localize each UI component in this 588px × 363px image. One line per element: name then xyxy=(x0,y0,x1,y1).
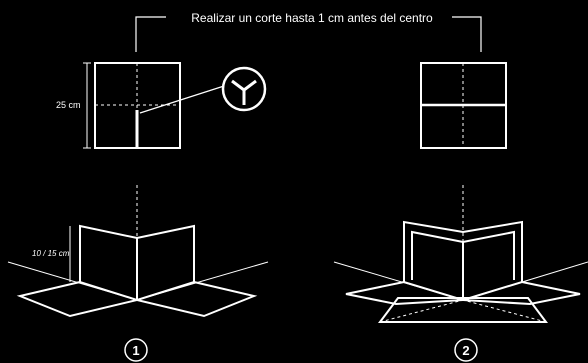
folded-figure-2 xyxy=(333,185,588,323)
square-cross-diagram xyxy=(420,62,507,149)
folded-figure-1: 10 / 15 cm xyxy=(7,185,269,318)
square-cut-diagram: 25 cm xyxy=(56,62,267,149)
dimension-label: 25 cm xyxy=(56,100,81,110)
step-marker-1: 1 xyxy=(124,338,148,362)
instruction-callout xyxy=(135,16,482,52)
step-marker-2: 2 xyxy=(454,338,478,362)
height-label: 10 / 15 cm xyxy=(32,249,70,258)
step-number-2: 2 xyxy=(462,343,469,358)
instruction-text: Realizar un corte hasta 1 cm antes del c… xyxy=(191,11,433,25)
y-cut-magnifier-icon xyxy=(221,66,267,112)
detail-leader xyxy=(139,85,225,114)
step-number-1: 1 xyxy=(132,343,139,358)
